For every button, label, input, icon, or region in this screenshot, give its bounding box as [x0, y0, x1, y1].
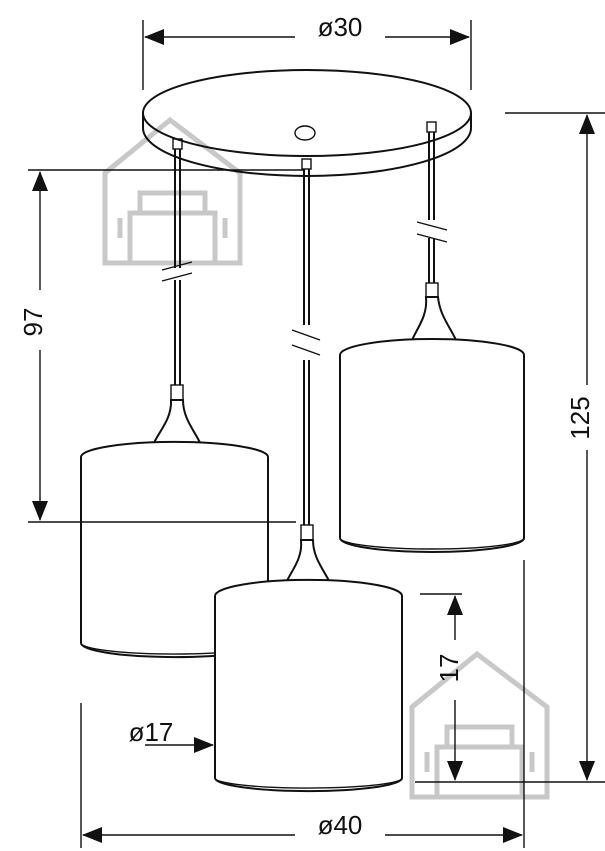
pendant-cables: [161, 121, 448, 525]
dimension-total-height: 125: [415, 112, 605, 783]
watermark-top-left: [102, 116, 243, 266]
ceiling-canopy: [142, 69, 472, 177]
dimension-lamp-drop: 97: [18, 169, 303, 523]
dimension-shade-diameter: ø17: [129, 717, 214, 753]
label-shade-height: 17: [434, 654, 464, 683]
label-canopy-diameter: ø30: [318, 12, 363, 42]
lamp-shade-right: [339, 282, 525, 553]
canopy-hole: [294, 125, 316, 141]
watermark-bottom-right: [409, 650, 550, 800]
dimension-total-diameter: ø40: [80, 560, 525, 848]
label-total-height: 125: [565, 396, 595, 439]
label-shade-diameter: ø17: [129, 717, 174, 747]
dimension-shade-height: 17: [420, 593, 464, 781]
lamp-shade-bottom: [214, 524, 403, 793]
dimension-canopy-diameter: ø30: [142, 12, 472, 90]
label-lamp-drop: 97: [18, 308, 48, 337]
label-total-diameter: ø40: [318, 810, 363, 840]
